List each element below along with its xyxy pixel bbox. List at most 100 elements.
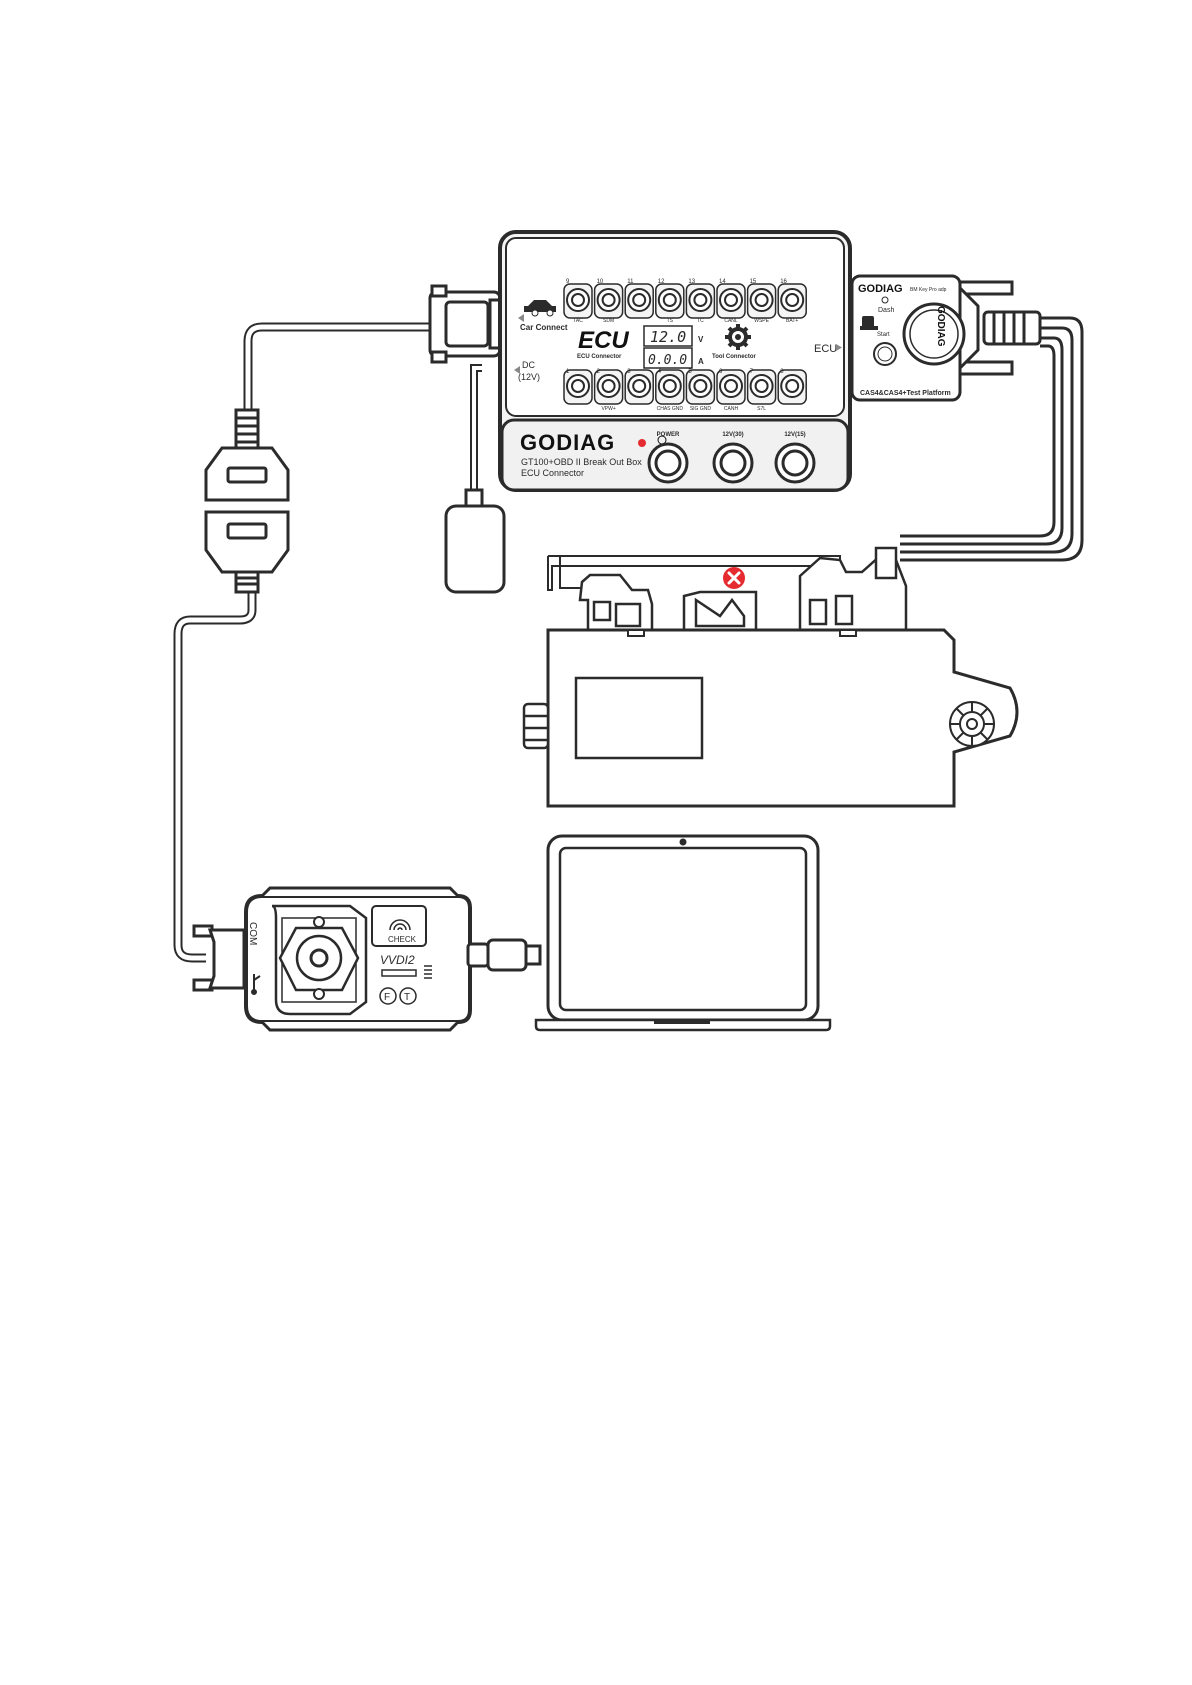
current-reading: 0.0.0 xyxy=(648,353,687,368)
start-label: Start xyxy=(877,332,890,338)
power-button[interactable]: POWER xyxy=(647,432,689,484)
car-key-icon xyxy=(860,316,878,330)
pin-label: CANH xyxy=(724,406,739,412)
pin-number: 4 xyxy=(658,369,662,375)
power-button-label: 12V(15) xyxy=(784,432,805,438)
pin-number: 8 xyxy=(780,369,784,375)
db15-connector xyxy=(428,284,506,364)
cable-db15-to-obd xyxy=(243,322,430,412)
error-icon xyxy=(723,567,745,589)
t-button[interactable] xyxy=(399,987,417,1005)
model-label: GT100+OBD II Break Out Box xyxy=(521,457,642,467)
pin-number: 11 xyxy=(627,279,634,285)
pin-number: 16 xyxy=(780,279,787,285)
platform-footer: CAS4&CAS4+Test Platform xyxy=(860,390,951,397)
pin-number: 1 xyxy=(566,369,570,375)
pin-number: 2 xyxy=(597,369,601,375)
pin-label: TAC xyxy=(573,318,583,324)
pin-number: 7 xyxy=(750,369,754,375)
pin-number: 10 xyxy=(597,279,604,285)
start-button[interactable] xyxy=(873,342,897,366)
subtitle-label: ECU Connector xyxy=(521,468,584,478)
pin-socket[interactable]: 3 xyxy=(624,369,654,405)
ecu-connector-label: ECU Connector xyxy=(577,354,622,360)
obd-connectors xyxy=(204,408,290,594)
pin-label: TC xyxy=(697,318,704,324)
ecu-port: ECU xyxy=(814,343,842,355)
power-buttons: POWER 12V(30) 12V(15) xyxy=(647,432,816,484)
pin-label: SDM xyxy=(603,318,614,324)
pin-label: CHAS GND xyxy=(657,406,684,412)
dc-label: DC xyxy=(522,360,535,370)
pin-number: 15 xyxy=(750,279,757,285)
pin-number: 9 xyxy=(566,279,570,285)
obd-cable-ribs xyxy=(236,416,258,444)
cas4-test-platform: GODIAG BM Key Pro adp Dash Start GODIAG … xyxy=(850,274,1042,402)
signal-icon xyxy=(389,919,411,931)
gear-icon xyxy=(725,324,751,350)
vvdi-lens xyxy=(278,916,360,1000)
platform-brand: GODIAG xyxy=(858,283,903,295)
tool-connector-label: Tool Connector xyxy=(712,354,757,360)
pin-number: 3 xyxy=(627,369,631,375)
webcam-icon xyxy=(679,838,687,846)
godiag-logo: GODIAG xyxy=(520,430,667,455)
laptop xyxy=(534,834,832,1032)
laptop-screen xyxy=(558,846,808,1012)
cas4-module xyxy=(522,546,1019,808)
pin-label: SIG GND xyxy=(690,406,712,412)
laptop-base xyxy=(534,1018,832,1032)
module-housing xyxy=(546,628,1019,808)
power-button[interactable]: 12V(15) xyxy=(774,432,816,484)
pin-label: VPW+ xyxy=(601,406,615,412)
pin-label: CANL xyxy=(724,318,738,324)
dial-brand: GODIAG xyxy=(935,306,946,347)
dc-voltage-label: (12V) xyxy=(518,372,540,382)
power-button[interactable]: 12V(30) xyxy=(712,432,754,484)
brand-text: GODIAG xyxy=(520,430,615,455)
power-button-label: 12V(30) xyxy=(722,432,743,438)
platform-dial: GODIAG xyxy=(902,302,966,366)
obd-male-connector xyxy=(204,408,290,502)
t-button-label: T xyxy=(404,992,410,1003)
pin-socket[interactable]: 1 xyxy=(563,369,593,405)
pin-number: 12 xyxy=(658,279,665,285)
platform-product: BM Key Pro adp xyxy=(910,287,947,293)
pin-label: S7L xyxy=(757,406,766,412)
voltage-reading: 12.0 xyxy=(650,328,686,346)
pin-number: 14 xyxy=(719,279,726,285)
car-connect-port: Car Connect xyxy=(518,300,568,332)
module-label-window xyxy=(574,676,704,760)
pin-label: BAT+ xyxy=(786,318,798,324)
dash-label: Dash xyxy=(878,307,894,314)
vvdi2-device: COM CHECK VVDI2 F xyxy=(192,886,542,1032)
dc-port: DC (12V) xyxy=(514,360,540,382)
car-connect-label: Car Connect xyxy=(520,323,568,332)
ecu-logo: ECU xyxy=(578,327,629,354)
f-button[interactable] xyxy=(379,987,397,1005)
pin-number: 6 xyxy=(719,369,723,375)
pin-socket[interactable]: 11 xyxy=(624,279,654,319)
ecu-port-label: ECU xyxy=(814,343,837,355)
pin-socket[interactable]: 8 xyxy=(777,369,807,405)
com-label: COM xyxy=(247,922,258,945)
lcd-panel: 12.0 V 0.0.0 A xyxy=(643,325,704,369)
vvdi-brand: VVDI2 xyxy=(380,953,415,967)
usb-icon xyxy=(251,974,261,995)
